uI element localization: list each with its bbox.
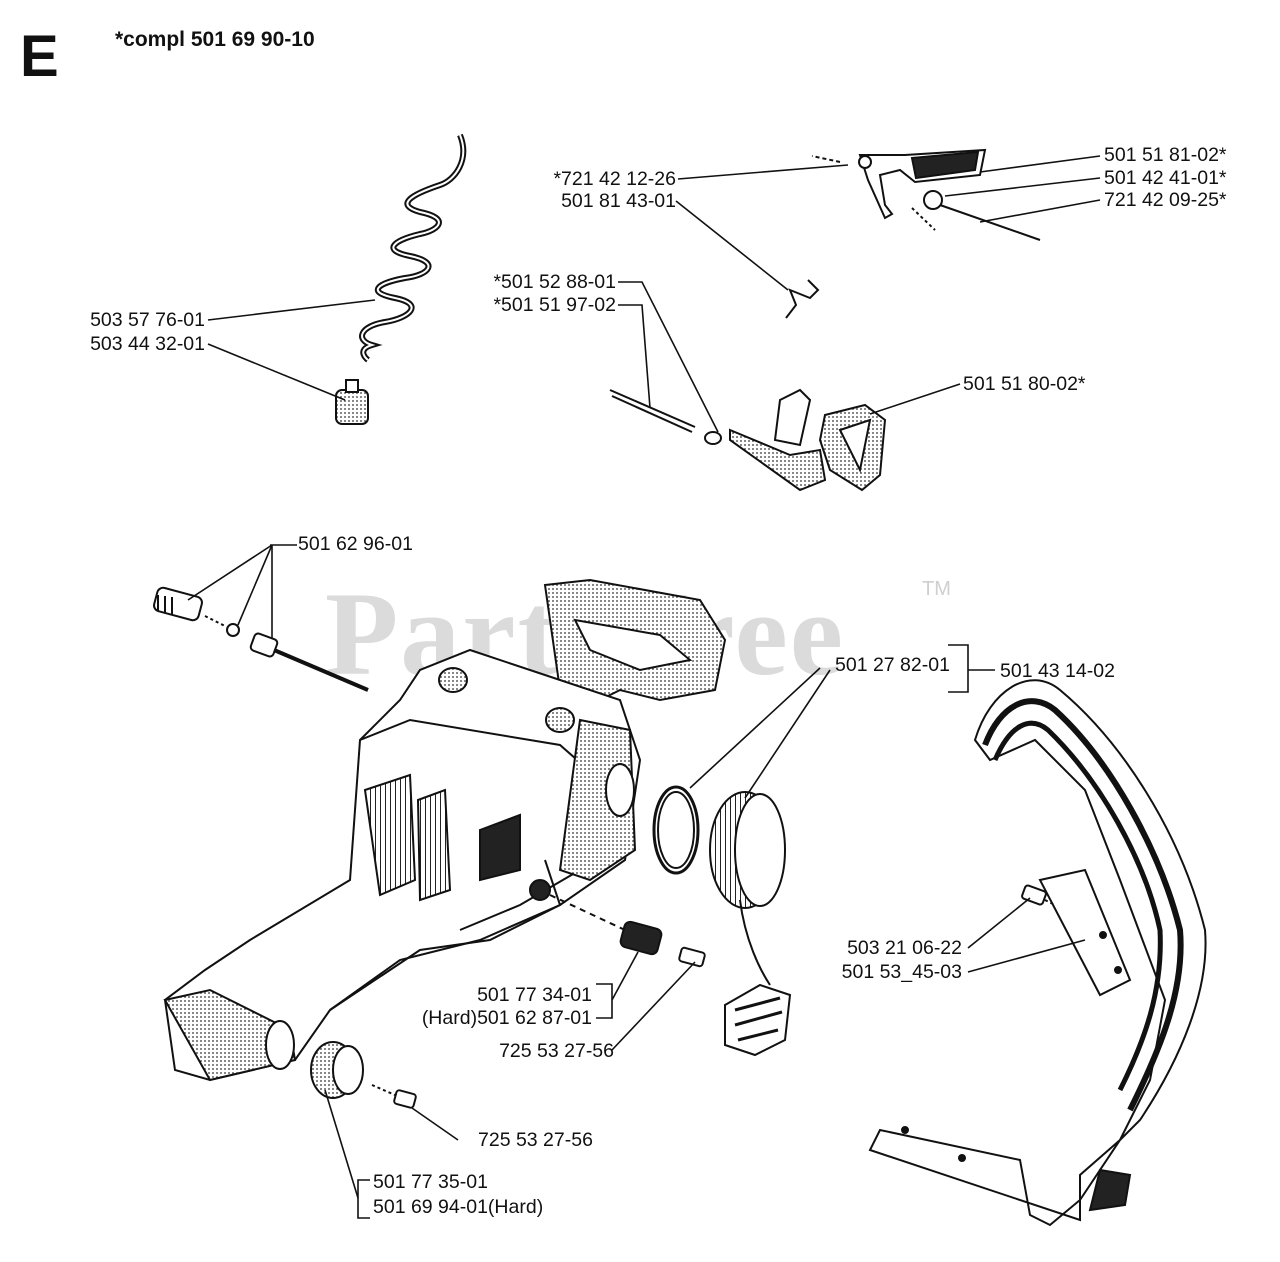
part-label-503-21-06-22[interactable]: 503 21 06-22 xyxy=(847,937,962,959)
part-label-501-51-81-02[interactable]: 501 51 81-02* xyxy=(1104,144,1227,166)
part-label-501-62-96-01[interactable]: 501 62 96-01 xyxy=(298,533,413,555)
part-label-501-51-80-02[interactable]: 501 51 80-02* xyxy=(963,373,1086,395)
throttle-lockout-drawing xyxy=(609,388,887,492)
watermark-trademark: TM xyxy=(922,578,951,600)
part-label-725-53-27-56-b[interactable]: 725 53 27-56 xyxy=(478,1129,593,1151)
part-label-503-44-32-01[interactable]: 503 44 32-01 xyxy=(90,333,205,355)
part-label-501-42-41-01[interactable]: 501 42 41-01* xyxy=(1104,167,1227,189)
oil-pump-parts-drawing xyxy=(153,586,369,692)
fuel-hose-drawing xyxy=(359,133,467,363)
throttle-trigger-drawing xyxy=(811,148,1041,241)
leader-lines xyxy=(187,155,1101,1219)
part-label-503-57-76-01[interactable]: 503 57 76-01 xyxy=(90,309,205,331)
part-label-501-69-94-01-hard[interactable]: 501 69 94-01(Hard) xyxy=(373,1196,544,1218)
part-label-501-27-82-01[interactable]: 501 27 82-01 xyxy=(835,654,950,676)
part-label-501-77-35-01[interactable]: 501 77 35-01 xyxy=(373,1171,488,1193)
part-label-501-43-14-02[interactable]: 501 43 14-02 xyxy=(1000,660,1115,682)
part-label-721-42-12-26[interactable]: *721 42 12-26 xyxy=(553,168,676,190)
part-label-501-77-34-01[interactable]: 501 77 34-01 xyxy=(477,984,592,1006)
part-label-501-81-43-01[interactable]: 501 81 43-01 xyxy=(561,190,676,212)
part-label-501-52-88-01[interactable]: *501 52 88-01 xyxy=(493,271,616,293)
part-label-501-51-97-02[interactable]: *501 51 97-02 xyxy=(493,294,616,316)
fuel-cap-drawing xyxy=(652,785,792,1057)
trigger-spring-drawing xyxy=(785,279,820,319)
kit-title: *compl 501 69 90-10 xyxy=(115,28,315,51)
part-label-725-53-27-56-a[interactable]: 725 53 27-56 xyxy=(499,1040,614,1062)
tank-housing-drawing xyxy=(163,578,727,1082)
fuel-filter-drawing xyxy=(335,379,369,425)
section-letter: E xyxy=(20,24,59,89)
anti-vibration-buffer-drawing xyxy=(310,920,706,1109)
part-label-501-62-87-01-hard[interactable]: (Hard)501 62 87-01 xyxy=(421,1007,592,1029)
part-label-501-53-45-03[interactable]: 501 53_45-03 xyxy=(841,961,962,983)
part-label-721-42-09-25[interactable]: 721 42 09-25* xyxy=(1104,189,1227,211)
